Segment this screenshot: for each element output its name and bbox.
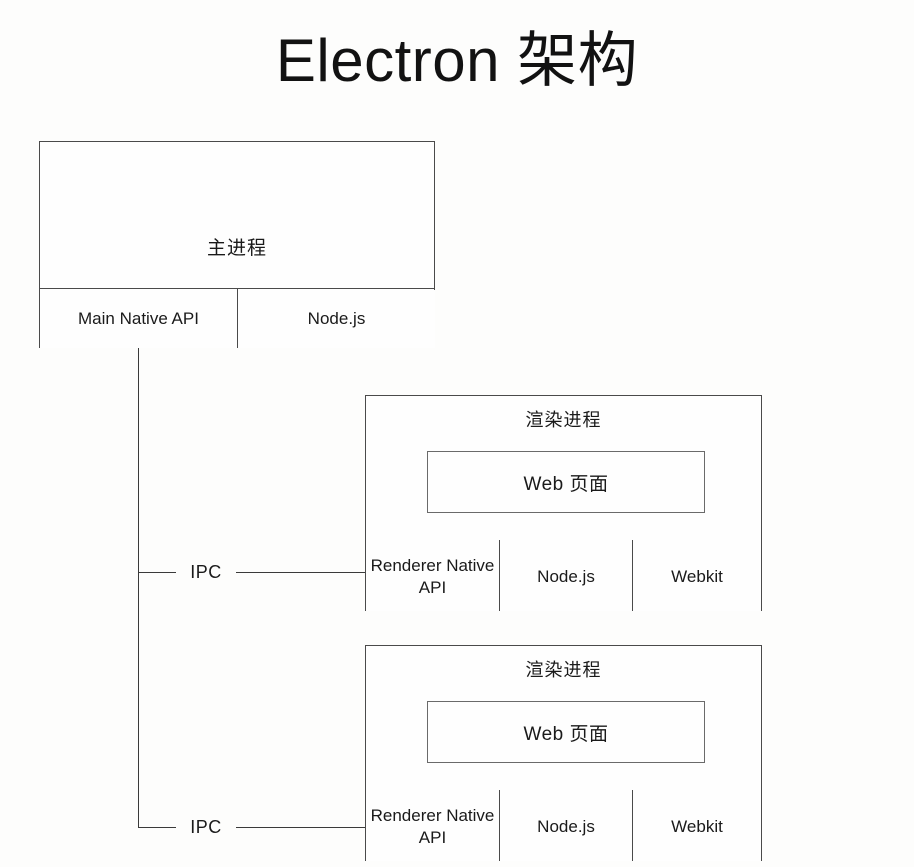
renderer-column-divider-2b — [632, 790, 633, 861]
renderer-nodejs-cell-1: Node.js — [500, 542, 632, 611]
web-page-label-2: Web 页面 — [523, 723, 609, 745]
renderer-process-title-2: 渲染进程 — [525, 660, 602, 680]
main-process-column-divider — [237, 288, 238, 348]
renderer-native-api-cell-2: Renderer Native API — [366, 792, 499, 861]
ipc-trunk-line — [138, 348, 139, 827]
ipc-label-2: IPC — [190, 816, 222, 837]
web-page-box-2 — [427, 701, 705, 763]
renderer-column-divider-1a — [499, 540, 500, 611]
renderer-native-api-cell-1: Renderer Native API — [366, 542, 499, 611]
ipc-label-1: IPC — [190, 561, 222, 582]
renderer-column-divider-1b — [632, 540, 633, 611]
web-page-box-1 — [427, 451, 705, 513]
page-title: Electron 架构 — [275, 27, 639, 94]
main-native-api-cell: Main Native API — [40, 290, 237, 348]
main-process-title: 主进程 — [206, 237, 267, 259]
renderer-webkit-cell-1: Webkit — [633, 542, 761, 611]
renderer-webkit-cell-2: Webkit — [633, 792, 761, 861]
renderer-nodejs-cell-2: Node.js — [500, 792, 632, 861]
web-page-label-1: Web 页面 — [523, 473, 609, 495]
ipc-line-1-left — [138, 572, 176, 573]
renderer-column-divider-2a — [499, 790, 500, 861]
ipc-line-1-right — [236, 572, 365, 573]
renderer-process-title-1: 渲染进程 — [525, 410, 602, 430]
ipc-line-2-left — [138, 827, 176, 828]
ipc-line-2-right — [236, 827, 365, 828]
main-process-nodejs-cell: Node.js — [238, 290, 435, 348]
